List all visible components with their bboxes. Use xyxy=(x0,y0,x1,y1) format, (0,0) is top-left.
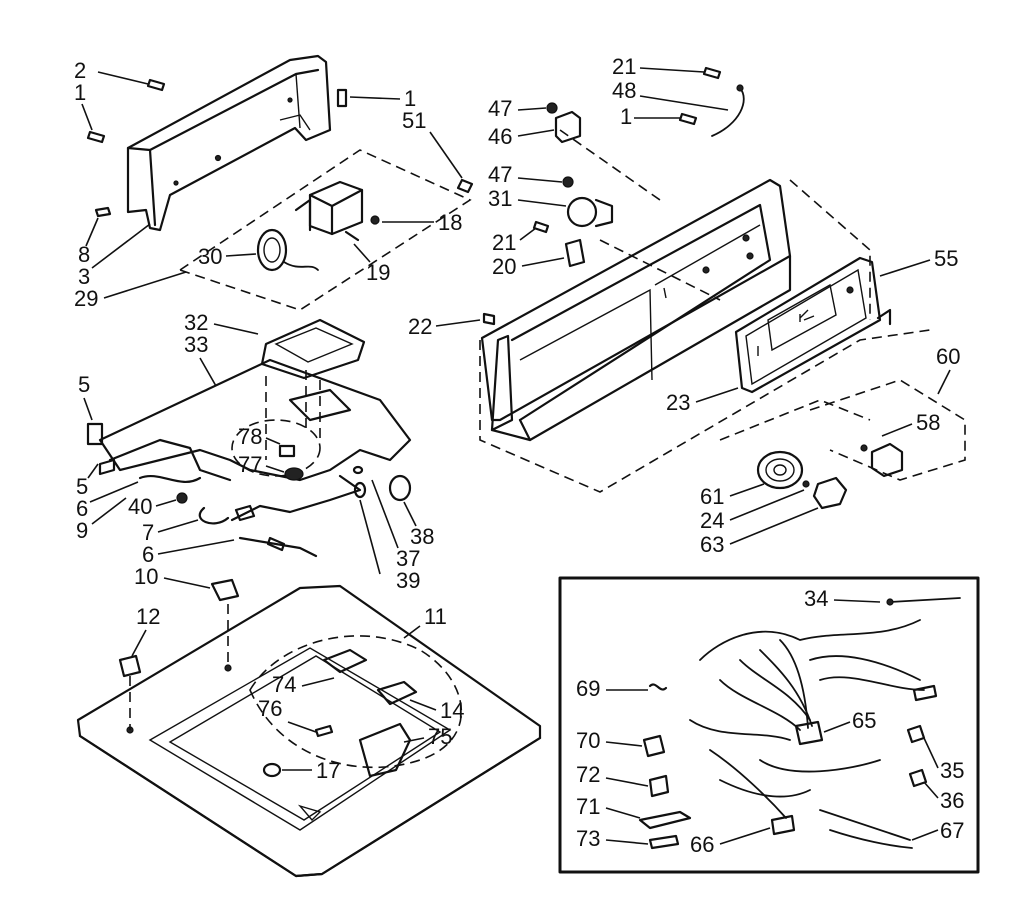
callout-24: 24 xyxy=(700,508,724,533)
callout-29: 29 xyxy=(74,286,98,311)
callout-1: 1 xyxy=(74,80,86,105)
callout-63: 63 xyxy=(700,532,724,557)
callout-9: 9 xyxy=(76,518,88,543)
callout-6: 6 xyxy=(142,542,154,567)
callout-3: 3 xyxy=(78,264,90,289)
callout-51: 51 xyxy=(402,108,426,133)
callout-11: 11 xyxy=(424,604,447,629)
callout-55: 55 xyxy=(934,246,958,271)
callout-74: 74 xyxy=(272,672,296,697)
callout-21: 21 xyxy=(612,54,636,79)
callout-38: 38 xyxy=(410,524,434,549)
callout-5: 5 xyxy=(76,474,88,499)
callout-1: 1 xyxy=(404,86,416,111)
callout-77: 77 xyxy=(238,452,262,477)
callout-32: 32 xyxy=(184,310,208,335)
callout-21: 21 xyxy=(492,230,516,255)
timer-motor-group xyxy=(178,149,472,311)
callout-69: 69 xyxy=(576,676,600,701)
callout-2: 2 xyxy=(74,58,86,83)
callout-72: 72 xyxy=(576,762,600,787)
callout-66: 66 xyxy=(690,832,714,857)
callout-34: 34 xyxy=(804,586,828,611)
callout-47: 47 xyxy=(488,96,512,121)
callout-10: 10 xyxy=(134,564,158,589)
wiring-harness-inset xyxy=(558,576,980,874)
callout-7: 7 xyxy=(142,520,154,545)
callout-14: 14 xyxy=(440,698,464,723)
callout-40: 40 xyxy=(128,494,152,519)
callout-1: 1 xyxy=(620,104,632,129)
callout-6: 6 xyxy=(76,496,88,521)
callout-35: 35 xyxy=(940,758,964,783)
control-console xyxy=(479,129,931,493)
dial-and-knob xyxy=(719,379,966,510)
console-front-panel xyxy=(734,256,892,394)
screw-parts-top-left xyxy=(86,78,474,218)
switch-and-timer-parts xyxy=(482,66,745,326)
callout-78: 78 xyxy=(238,424,262,449)
callout-46: 46 xyxy=(488,124,512,149)
callout-36: 36 xyxy=(940,788,964,813)
callout-47: 47 xyxy=(488,162,512,187)
top-assembly xyxy=(76,578,542,878)
callout-20: 20 xyxy=(492,254,516,279)
callout-17: 17 xyxy=(316,758,340,783)
callout-19: 19 xyxy=(366,260,390,285)
callout-37: 37 xyxy=(396,546,420,571)
callout-33: 33 xyxy=(184,332,208,357)
callout-31: 31 xyxy=(488,186,512,211)
callout-39: 39 xyxy=(396,568,420,593)
callout-22: 22 xyxy=(408,314,432,339)
callout-65: 65 xyxy=(852,708,876,733)
top-frame-assembly xyxy=(98,318,412,522)
callout-23: 23 xyxy=(666,390,690,415)
callout-48: 48 xyxy=(612,78,636,103)
callout-8: 8 xyxy=(78,242,90,267)
callout-12: 12 xyxy=(136,604,160,629)
callout-75: 75 xyxy=(428,724,452,749)
hinge-parts xyxy=(86,422,318,558)
callout-73: 73 xyxy=(576,826,600,851)
callout-71: 71 xyxy=(576,794,600,819)
rear-bracket xyxy=(126,54,332,232)
callout-61: 61 xyxy=(700,484,724,509)
callout-18: 18 xyxy=(438,210,462,235)
callout-5: 5 xyxy=(78,372,90,397)
callout-76: 76 xyxy=(258,696,282,721)
callout-58: 58 xyxy=(916,410,940,435)
callout-60: 60 xyxy=(936,344,960,369)
callout-70: 70 xyxy=(576,728,600,753)
callout-67: 67 xyxy=(940,818,964,843)
callout-labels: 2 1 1 51 8 3 29 30 18 19 21 48 1 47 46 4… xyxy=(74,54,964,857)
callout-30: 30 xyxy=(198,244,222,269)
